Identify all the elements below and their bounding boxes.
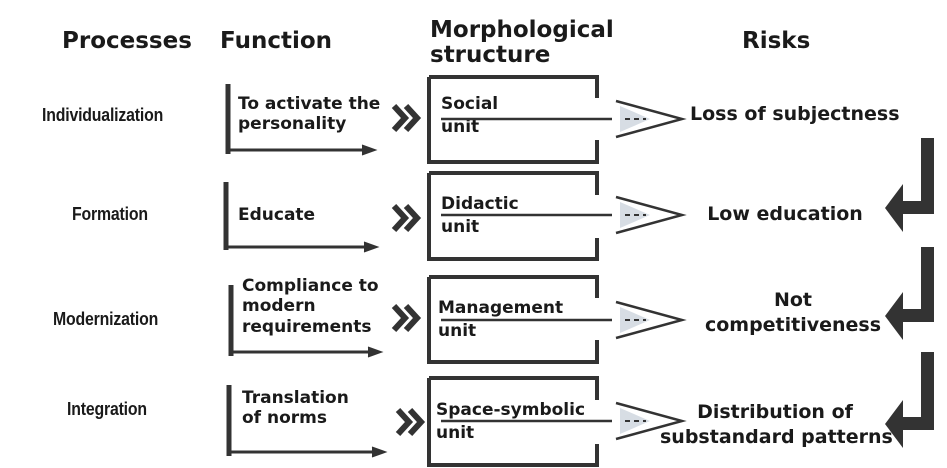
function-line: Educate	[238, 205, 316, 225]
process-label: Individualization	[42, 105, 164, 125]
unit-line: unit	[441, 216, 480, 237]
process-label: Modernization	[53, 309, 159, 329]
unit-line: Didactic	[441, 194, 519, 214]
function-text: To activate the personality	[238, 94, 380, 135]
unit-line: unit	[438, 320, 477, 341]
unit-line: Space-symbolic	[436, 400, 586, 420]
header-risks: Risks	[742, 28, 811, 54]
unit-box	[427, 75, 599, 164]
header-structure-line-2: structure	[430, 42, 551, 69]
risk-line: Loss of subjectness	[690, 103, 900, 125]
unit-box	[427, 275, 599, 364]
header-processes: Processes	[62, 28, 192, 54]
function-line: Compliance to	[242, 276, 379, 296]
unit-text: Didactic unit	[441, 193, 519, 239]
double-chevron-icon	[391, 103, 422, 133]
double-chevron-icon	[391, 303, 422, 333]
function-bracket	[225, 84, 378, 156]
double-chevron-icon	[395, 407, 426, 437]
function-bracket	[226, 385, 388, 458]
unit-text: Management unit	[438, 297, 563, 343]
header-structure-line-1: Morphological	[430, 17, 614, 43]
unit-line: unit	[436, 422, 475, 443]
process-label: Integration	[67, 399, 147, 419]
risk-text: Not competitiveness	[700, 288, 886, 337]
header-function: Function	[220, 28, 333, 54]
open-arrow-icon	[615, 195, 687, 235]
risk-line: substandard patterns	[660, 425, 893, 448]
risk-text: Distribution of substandard patterns	[660, 400, 893, 449]
unit-line: unit	[441, 116, 480, 137]
function-line: Translation	[242, 388, 349, 408]
function-line: To activate the	[238, 94, 381, 114]
function-text: Compliance to modern requirements	[242, 276, 379, 337]
double-chevron-icon	[391, 203, 422, 233]
unit-line: Management	[438, 298, 564, 318]
function-line: of norms	[242, 408, 327, 429]
function-line: modern	[242, 296, 316, 317]
function-line: personality	[238, 114, 347, 135]
open-arrow-icon	[615, 99, 687, 139]
risk-line: Not	[773, 289, 813, 311]
risk-line: Distribution of	[697, 401, 853, 423]
function-bracket	[228, 285, 384, 358]
unit-text: Space-symbolic unit	[436, 399, 585, 445]
return-arrow-icon	[885, 352, 934, 448]
function-bracket	[223, 182, 380, 253]
risk-line: competitiveness	[704, 313, 882, 336]
risk-text: Loss of subjectness	[690, 102, 900, 127]
header-structure: Morphological structure	[430, 17, 614, 69]
risk-line: Low education	[707, 203, 863, 225]
open-arrow-icon	[615, 300, 687, 340]
function-text: Educate	[238, 205, 315, 225]
process-label: Formation	[72, 204, 148, 224]
unit-text: Social unit	[441, 93, 498, 139]
return-arrow-icon	[885, 247, 934, 340]
risk-text: Low education	[700, 202, 870, 227]
return-arrow-icon	[885, 138, 934, 232]
open-arrow-icon	[615, 401, 687, 441]
function-line: requirements	[242, 316, 372, 337]
unit-box	[427, 171, 599, 261]
unit-line: Social	[441, 94, 499, 114]
function-text: Translation of norms	[242, 388, 349, 429]
unit-box	[427, 376, 599, 467]
